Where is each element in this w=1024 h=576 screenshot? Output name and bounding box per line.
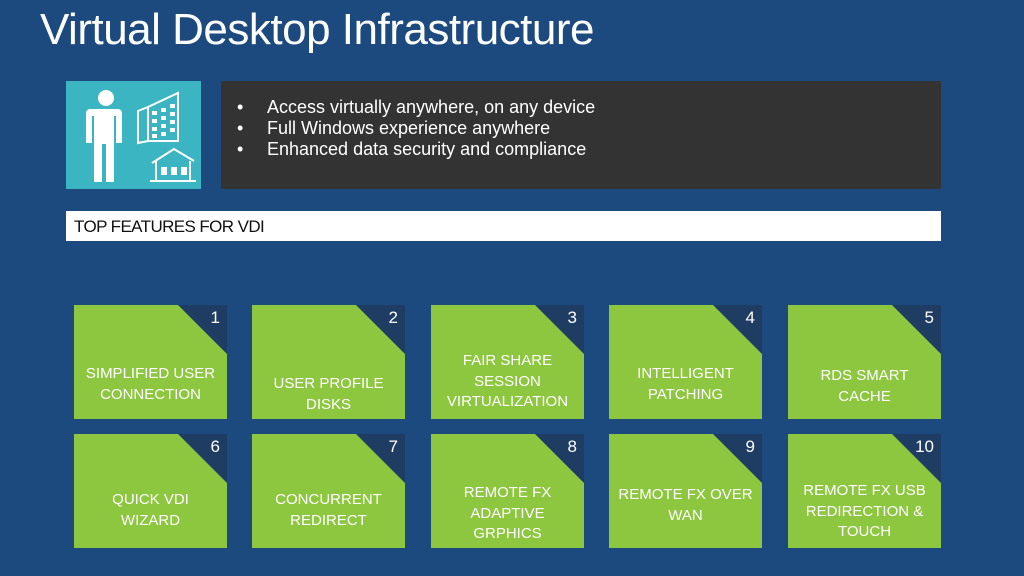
tile-number: 7: [388, 437, 398, 456]
tile-label: REMOTE FX USB REDIRECTION & TOUCH: [803, 482, 926, 540]
benefit-text: Access virtually anywhere, on any device: [267, 97, 596, 117]
benefit-text: Enhanced data security and compliance: [267, 139, 587, 159]
tile-number: 2: [388, 308, 398, 327]
tile-label: SIMPLIFIED USER CONNECTION: [85, 365, 216, 403]
tile-label: QUICK VDI WIZARD: [112, 491, 189, 529]
feature-tile-7: 7 CONCURRENT REDIRECT: [252, 434, 405, 548]
page-title: Virtual Desktop Infrastructure: [40, 5, 595, 54]
feature-tile-5: 5 RDS SMART CACHE: [788, 305, 941, 419]
feature-tile-6: 6 QUICK VDI WIZARD: [74, 434, 227, 548]
bullet: •: [237, 118, 244, 138]
tile-corner: [535, 305, 584, 354]
benefit-item: • Access virtually anywhere, on any devic…: [237, 97, 941, 118]
tile-label: CONCURRENT REDIRECT: [275, 491, 382, 529]
feature-tile-2: 2 USER PROFILE DISKS: [252, 305, 405, 419]
tile-label: USER PROFILE DISKS: [273, 375, 384, 413]
bullet: •: [237, 97, 244, 117]
tile-number: 10: [915, 437, 934, 456]
person-building-house-icon: [66, 81, 201, 189]
tile-corner: [713, 434, 762, 483]
tile-label: FAIR SHARE SESSION VIRTUALIZATION: [446, 352, 569, 410]
tile-label: RDS SMART CACHE: [820, 367, 909, 405]
tile-corner: [892, 305, 941, 354]
tile-number: 8: [567, 437, 577, 456]
tile-label: REMOTE FX OVER WAN: [618, 486, 753, 524]
benefits-panel: • Access virtually anywhere, on any devic…: [221, 81, 941, 189]
tile-corner: [178, 305, 227, 354]
benefit-item: • Enhanced data security and compliance: [237, 139, 941, 160]
tile-corner: [713, 305, 762, 354]
tile-label: REMOTE FX ADAPTIVE GRPHICS: [463, 484, 552, 542]
tile-number: 3: [567, 308, 577, 327]
tile-corner: [178, 434, 227, 483]
feature-tile-9: 9 REMOTE FX OVER WAN: [609, 434, 762, 548]
feature-tile-8: 8 REMOTE FX ADAPTIVE GRPHICS: [431, 434, 584, 548]
feature-tile-1: 1 SIMPLIFIED USER CONNECTION: [74, 305, 227, 419]
bullet: •: [237, 139, 244, 159]
tile-number: 5: [924, 308, 934, 327]
tile-number: 9: [745, 437, 755, 456]
feature-tile-4: 4 INTELLIGENT PATCHING: [609, 305, 762, 419]
tile-corner: [356, 305, 405, 354]
tile-corner: [535, 434, 584, 483]
tile-number: 4: [745, 308, 755, 327]
benefits-list: • Access virtually anywhere, on any devic…: [237, 97, 941, 160]
tile-corner: [356, 434, 405, 483]
benefit-text: Full Windows experience anywhere: [267, 118, 551, 138]
tile-number: 6: [210, 437, 220, 456]
tile-number: 1: [210, 308, 220, 327]
section-heading: TOP FEATURES FOR VDI: [66, 211, 941, 241]
feature-tile-3: 3 FAIR SHARE SESSION VIRTUALIZATION: [431, 305, 584, 419]
benefit-item: • Full Windows experience anywhere: [237, 118, 941, 139]
tile-corner: [892, 434, 941, 483]
feature-tile-10: 10 REMOTE FX USB REDIRECTION & TOUCH: [788, 434, 941, 548]
tile-label: INTELLIGENT PATCHING: [637, 365, 734, 403]
